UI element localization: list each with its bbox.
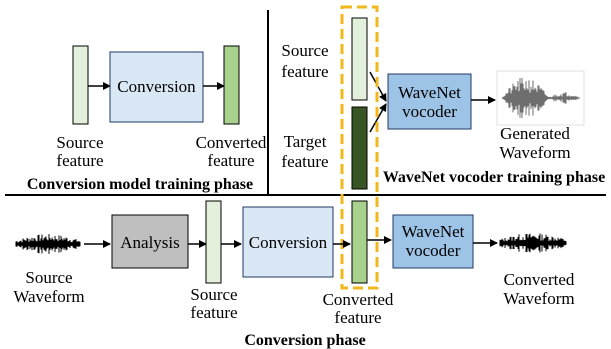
- cp-wavenet-label-2: vocoder: [406, 241, 461, 260]
- cp-phase-title: Conversion phase: [244, 332, 365, 349]
- cp-analysis-box: [111, 214, 189, 269]
- tm-source-feature-bar: [72, 45, 89, 125]
- vt-target-feature-label-2: feature: [281, 152, 328, 171]
- cp-conversion-box: [242, 206, 334, 278]
- vt-generated-label-2: Waveform: [499, 143, 570, 162]
- cp-analysis-label: Analysis: [120, 233, 180, 252]
- vt-generated-label-1: Generated: [500, 124, 570, 143]
- cp-source-feature-label-2: feature: [190, 303, 237, 322]
- tm-source-feature-label-1: Source: [56, 133, 103, 152]
- tm-phase-title: Conversion model training phase: [27, 176, 253, 193]
- vt-target-feature-bar: [351, 106, 368, 190]
- tm-conversion-box: [109, 51, 204, 123]
- cp-converted-waveform-label-2: Waveform: [503, 289, 574, 308]
- cp-source-waveform-label-1: Source: [25, 268, 72, 287]
- cp-source-waveform-icon: [15, 234, 81, 254]
- cp-source-feature-bar: [205, 200, 222, 284]
- cp-source-waveform-label-2: Waveform: [13, 287, 84, 306]
- cp-converted-waveform-icon: [499, 233, 567, 253]
- tm-conversion-label: Conversion: [117, 77, 196, 96]
- vt-wavenet-label-2: vocoder: [402, 102, 457, 121]
- vt-phase-title: WaveNet vocoder training phase: [383, 169, 605, 186]
- vt-wavenet-box: [387, 73, 472, 130]
- cp-conversion-label: Conversion: [249, 233, 328, 252]
- converted-feature-highlight: [340, 5, 379, 290]
- vt-target-feature-label-1: Target: [284, 132, 327, 151]
- tm-source-feature-label-2: feature: [56, 151, 103, 170]
- vt-arrow-target: [369, 103, 387, 133]
- cp-converted-feature-bar: [351, 200, 368, 284]
- vt-wavenet-label-1: WaveNet: [398, 83, 461, 102]
- cp-wavenet-box: [392, 214, 474, 269]
- cp-source-feature-label-1: Source: [190, 285, 237, 304]
- cp-converted-feature-label-1: Converted: [323, 290, 394, 309]
- tm-converted-feature-label-1: Converted: [196, 133, 267, 152]
- vt-generated-waveform-image: [496, 70, 585, 126]
- tm-converted-feature-label-2: feature: [207, 151, 254, 170]
- vt-source-feature-label-1: Source: [281, 41, 328, 60]
- cp-converted-feature-label-2: feature: [334, 308, 381, 327]
- tm-converted-feature-bar: [223, 45, 240, 125]
- vt-source-feature-label-2: feature: [281, 62, 328, 81]
- vt-source-feature-bar: [351, 17, 368, 101]
- cp-converted-waveform-label-1: Converted: [504, 270, 575, 289]
- cp-wavenet-label-1: WaveNet: [402, 222, 465, 241]
